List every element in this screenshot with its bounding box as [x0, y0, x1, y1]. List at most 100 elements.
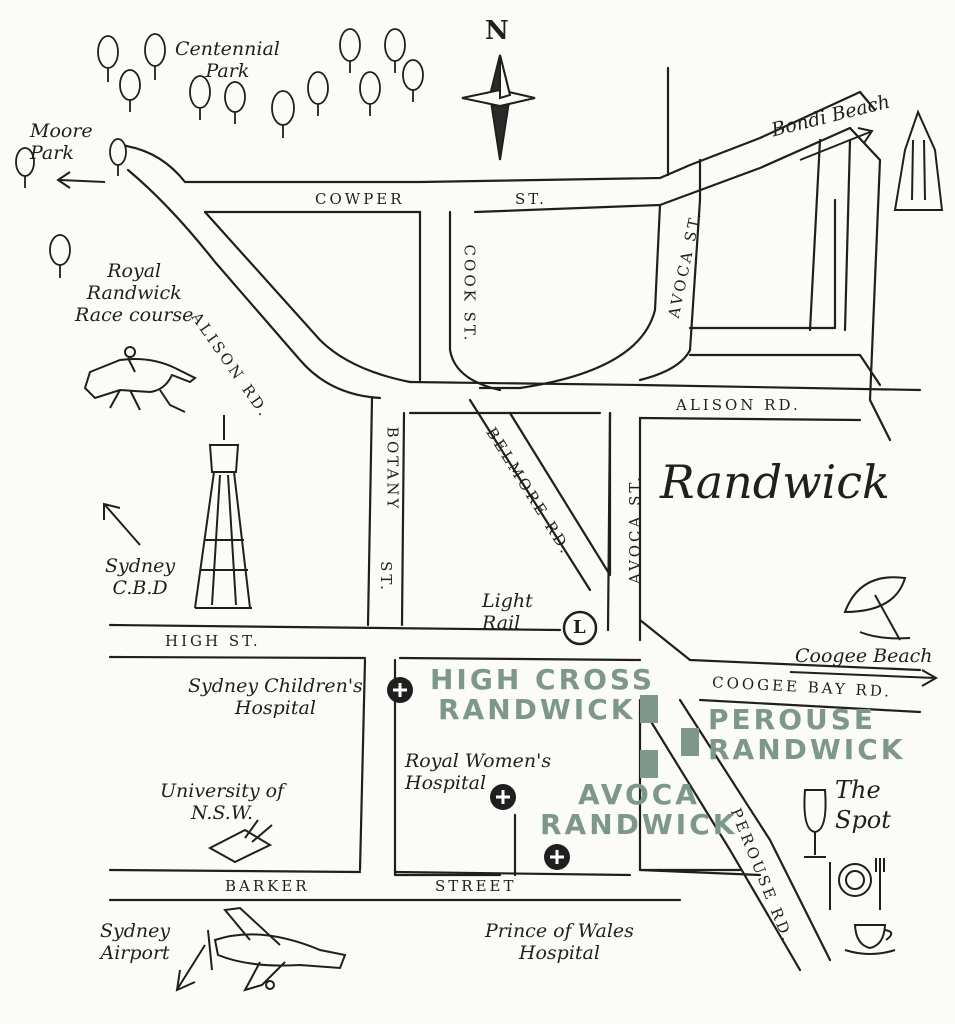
centennial-park-line2: Park — [205, 60, 250, 82]
prince-of-wales-line2: Hospital — [518, 942, 600, 964]
light-rail-marker-icon — [562, 610, 598, 646]
unsw-label: University of N.S.W. — [160, 780, 284, 824]
hospital-icons — [387, 677, 570, 870]
venue-avoca-line1: AVOCA — [578, 778, 700, 811]
sydney-tower-icon — [194, 415, 252, 609]
sydney-cbd-line2: C.B.D — [112, 577, 168, 599]
cbd-arrow-icon — [103, 502, 141, 546]
tree-icons — [15, 28, 424, 278]
street-cowper-suffix: ST. — [515, 190, 547, 208]
road-coogee-bay-rd — [638, 618, 922, 714]
street-botany-suffix: ST. — [376, 561, 395, 593]
unsw-line1: University of — [160, 780, 285, 802]
coogee-arrow-icon — [789, 669, 939, 687]
racecourse-line2: Randwick — [86, 282, 182, 304]
beach-umbrella-icon — [843, 576, 911, 641]
hospital-womens-icon — [490, 784, 516, 810]
road-alison-rd-east — [408, 380, 922, 422]
venue-marker-highcross — [640, 695, 658, 723]
street-alison-east: ALISON RD. — [676, 396, 801, 414]
street-cook: COOK ST. — [460, 244, 479, 344]
venue-marker-avoca — [640, 750, 658, 778]
racehorse-icon — [83, 346, 197, 413]
light-rail-marker-letter: L — [573, 617, 586, 638]
light-rail-line2: Rail — [482, 612, 521, 634]
moore-park-label: Moore Park — [30, 120, 93, 164]
childrens-hospital-line1: Sydney Children's — [188, 675, 363, 697]
road-lower-blocks — [358, 658, 762, 877]
sydney-airport-label: Sydney Airport — [100, 920, 170, 964]
venue-highcross-line1: HIGH CROSS — [430, 663, 656, 696]
the-spot-line2: Spot — [835, 806, 891, 834]
road-avoca-st-north — [638, 66, 702, 382]
sydney-airport-line1: Sydney — [100, 920, 171, 942]
venue-avoca: AVOCA RANDWICK — [540, 780, 737, 840]
compass-icon — [461, 54, 536, 161]
light-rail-label: Light Rail — [482, 590, 533, 634]
moore-park-arrow-icon — [56, 171, 106, 189]
racecourse-line3: Race course — [75, 304, 194, 326]
road-cowper-st-south — [203, 126, 852, 214]
road-avoca-diag — [478, 203, 662, 390]
road-perouse-rd — [648, 698, 832, 972]
road-east-edge — [808, 138, 852, 332]
road-high-st — [108, 623, 642, 662]
road-avoca-st-mid — [606, 411, 642, 642]
light-rail-line1: Light — [482, 590, 533, 612]
racecourse-line1: Royal — [107, 260, 162, 282]
street-barker: BARKER — [225, 877, 310, 895]
street-botany: BOTANY — [383, 426, 402, 512]
prince-of-wales-line1: Prince of Wales — [485, 920, 634, 942]
road-bondi-link — [848, 90, 892, 442]
airplane-icon — [207, 906, 347, 992]
venue-avoca-line2: RANDWICK — [540, 808, 738, 841]
moore-park-line1: Moore — [30, 120, 93, 142]
venue-perouse-line1: PEROUSE — [708, 703, 877, 736]
centennial-park-line1: Centennial — [175, 38, 280, 60]
coogee-beach-label: Coogee Beach — [795, 645, 933, 667]
road-cowper-st — [118, 90, 862, 184]
the-spot-line1: The — [835, 776, 881, 804]
centennial-park-label: Centennial Park — [175, 38, 280, 82]
womens-hospital-line2: Hospital — [405, 772, 487, 794]
university-icon — [207, 819, 273, 864]
childrens-hospital-label: Sydney Children's Hospital — [188, 675, 363, 719]
sydney-cbd-label: Sydney C.B.D — [105, 555, 175, 599]
coffee-cup-icon — [844, 924, 896, 955]
compass-label: N — [485, 16, 509, 46]
street-high: HIGH ST. — [165, 632, 261, 650]
venue-highcross-line2: RANDWICK — [438, 693, 636, 726]
arrow-icons — [56, 127, 939, 992]
champagne-glass-icon — [803, 789, 827, 858]
hospital-childrens-icon — [387, 677, 413, 703]
womens-hospital-line1: Royal Women's — [405, 750, 552, 772]
road-botany-st — [366, 396, 406, 627]
bondi-landmark-icon — [893, 109, 944, 211]
venue-perouse: PEROUSE RANDWICK — [708, 705, 905, 765]
road-barker-st — [108, 868, 682, 902]
airport-arrow-icon — [175, 944, 206, 992]
prince-of-wales-label: Prince of Wales Hospital — [485, 920, 634, 964]
street-barker-suffix: STREET — [435, 877, 517, 895]
racecourse-label: Royal Randwick Race course — [75, 260, 193, 326]
the-spot-label: The Spot — [835, 775, 891, 835]
sydney-cbd-line1: Sydney — [105, 555, 176, 577]
venue-markers — [640, 695, 699, 778]
venue-marker-perouse — [681, 728, 699, 756]
road-alison-rd-diag-2 — [203, 210, 412, 384]
unsw-line2: N.S.W. — [191, 802, 254, 824]
suburb-title: Randwick — [660, 455, 890, 509]
moore-park-line2: Park — [30, 142, 74, 164]
venue-perouse-line2: RANDWICK — [708, 733, 906, 766]
venue-highcross: HIGH CROSS RANDWICK — [430, 665, 655, 725]
road-alison-rd-diag — [126, 168, 382, 400]
sydney-airport-line2: Airport — [100, 942, 170, 964]
plate-cutlery-icon — [829, 858, 885, 910]
road-block-east — [688, 198, 882, 387]
street-cowper: COWPER — [315, 190, 405, 208]
hospital-pow-icon — [544, 844, 570, 870]
womens-hospital-label: Royal Women's Hospital — [405, 750, 551, 794]
street-avoca-mid: AVOCA ST. — [625, 474, 644, 584]
bondi-arrow-icon — [799, 127, 874, 161]
